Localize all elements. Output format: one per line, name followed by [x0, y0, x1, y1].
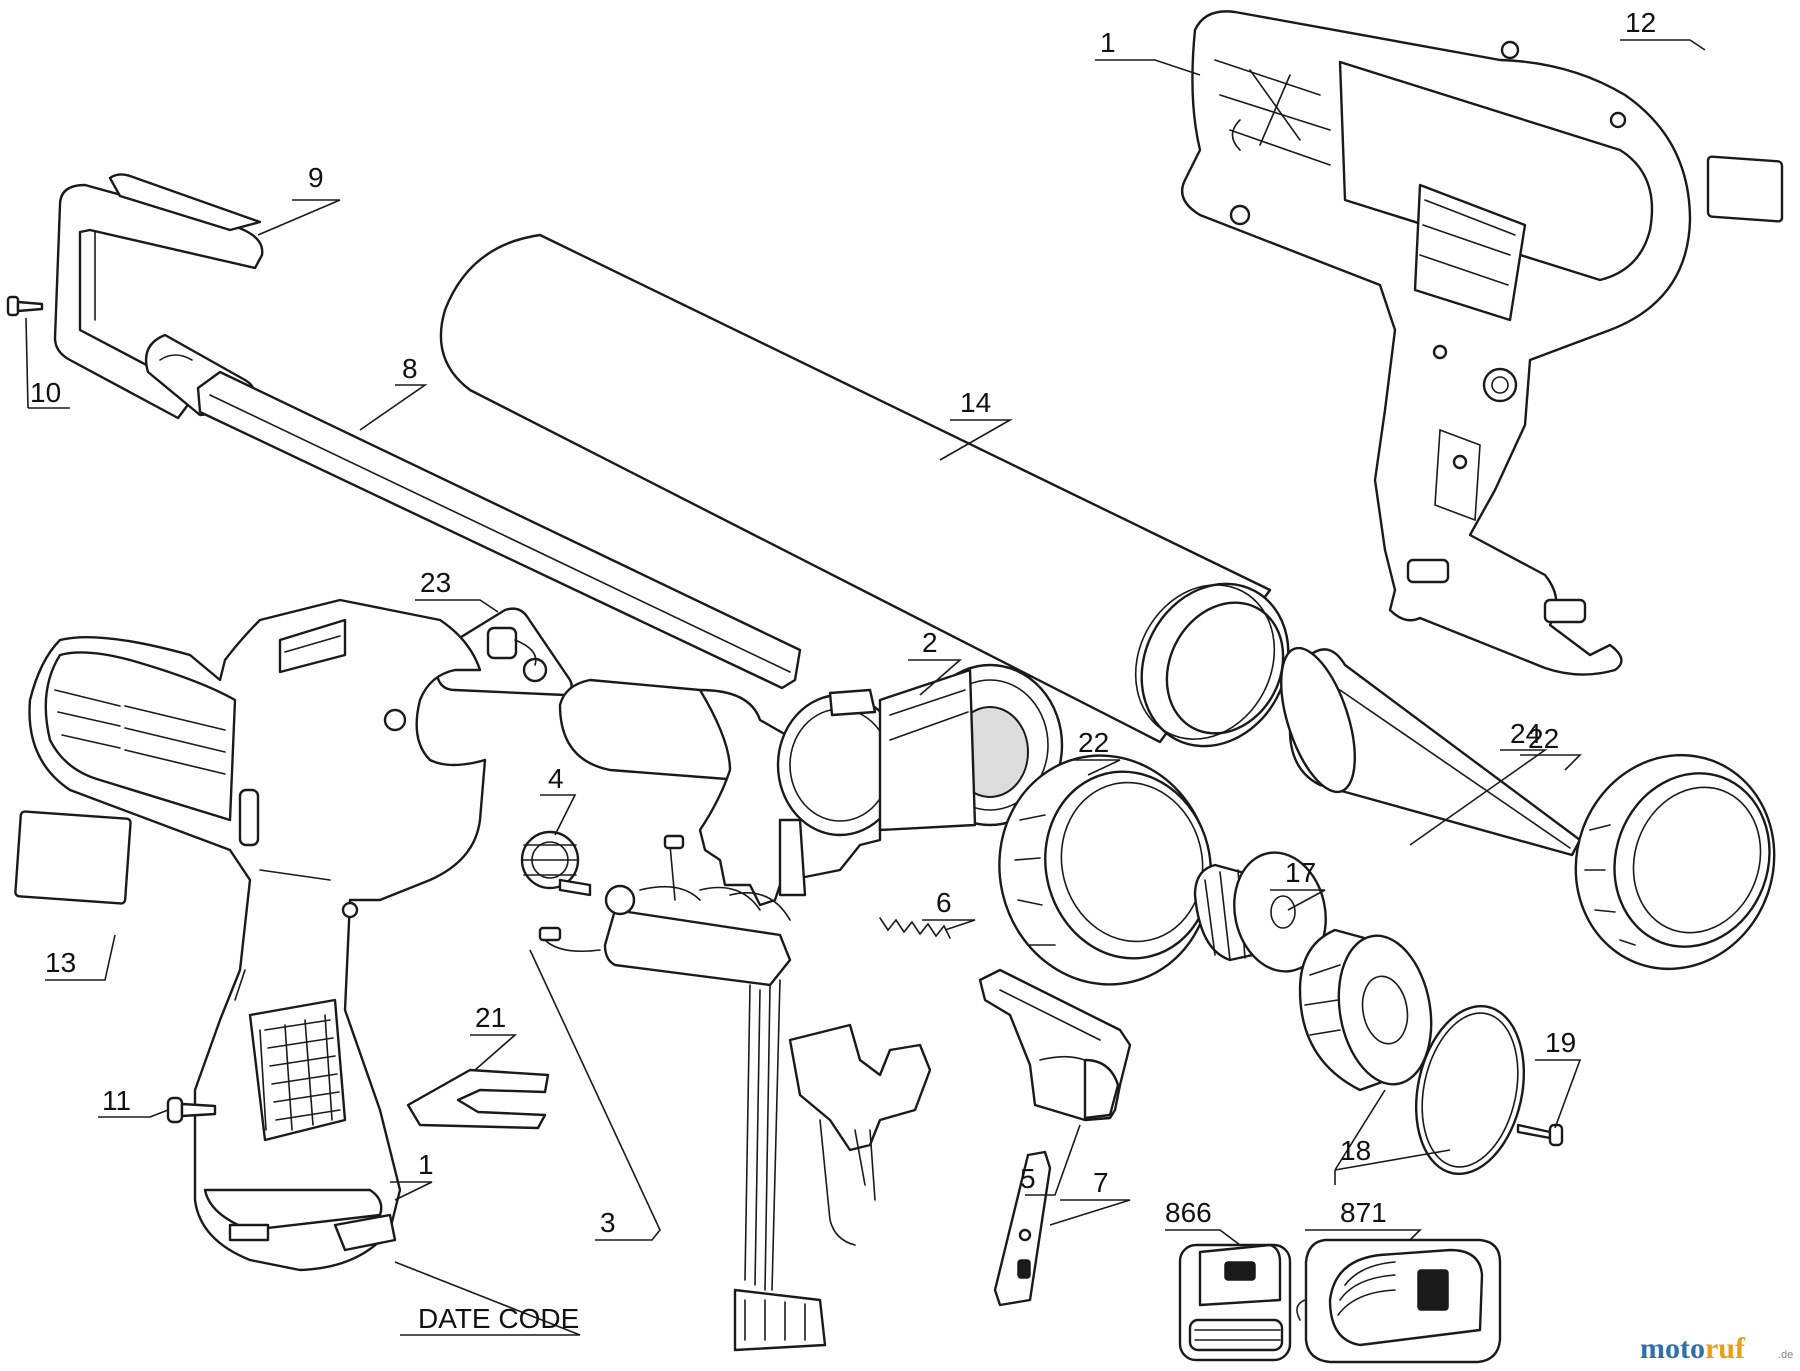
watermark-suffix: ruf [1705, 1332, 1746, 1365]
retaining-cap-part-22-b [1574, 753, 1776, 971]
watermark-logo: motoruf .de [1640, 1332, 1793, 1365]
retaining-cap-part-22-a [998, 754, 1212, 986]
label-part-6: 6 [936, 887, 952, 918]
label-part-21: 21 [475, 1002, 506, 1033]
svg-text:motoruf: motoruf [1640, 1332, 1746, 1365]
part-number-labels: 1 12 9 10 8 14 23 2 22 22 24 4 6 17 13 2… [30, 7, 1656, 1334]
label-part-12: 12 [1625, 7, 1656, 38]
label-part-13: 13 [45, 947, 76, 978]
label-part-18: 18 [1340, 1135, 1371, 1166]
screw-part-10 [6, 295, 44, 317]
label-part-23: 23 [420, 567, 451, 598]
label-part-9: 9 [308, 162, 324, 193]
label-part-17: 17 [1285, 857, 1316, 888]
battery-pack-part-866 [1178, 1243, 1292, 1362]
label-part-3: 3 [600, 1207, 616, 1238]
label-part-8: 8 [402, 353, 418, 384]
nozzle-cone-part-24 [1280, 646, 1582, 857]
watermark-domain: .de [1778, 1349, 1793, 1361]
label-sticker-part-12 [1706, 155, 1784, 223]
label-part-19: 19 [1545, 1027, 1576, 1058]
label-part-24: 24 [1510, 718, 1541, 749]
screw-part-11 [166, 1096, 217, 1124]
label-part-866: 866 [1165, 1197, 1212, 1228]
label-part-10: 10 [30, 377, 61, 408]
gasket-part-21 [406, 1068, 550, 1130]
label-date-code: DATE CODE [418, 1303, 579, 1334]
label-part-14: 14 [960, 387, 991, 418]
label-part-11: 11 [102, 1085, 131, 1116]
label-part-22-b: 22 [1528, 723, 1559, 754]
label-part-22-a: 22 [1078, 727, 1109, 758]
plunger-seal-part-17 [1193, 851, 1327, 973]
control-board-switch-part-3 [538, 834, 932, 1352]
label-part-1-top: 1 [1100, 27, 1116, 58]
leader-lines [25, 39, 1706, 1336]
label-part-4: 4 [548, 763, 564, 794]
housing-half-part-top [1180, 10, 1692, 676]
charger-part-871 [1296, 1238, 1502, 1364]
watermark-prefix: moto [1640, 1332, 1705, 1365]
spring-part-6 [879, 917, 951, 939]
gearbox-motor-part-2 [558, 663, 1064, 907]
label-sticker-part-13 [14, 810, 132, 905]
gun-body-housing [28, 598, 487, 1272]
cartridge-tube-part [439, 233, 1290, 748]
piston-oring-part-18 [1298, 928, 1526, 1176]
label-part-1-bottom: 1 [418, 1149, 434, 1180]
rack-bar-part [196, 370, 802, 690]
slide-latch-part-7 [993, 1150, 1052, 1307]
label-part-5: 5 [1020, 1163, 1036, 1194]
label-part-2: 2 [922, 627, 938, 658]
label-part-871: 871 [1340, 1197, 1387, 1228]
gear-part-4 [520, 830, 592, 897]
trigger-part-5 [978, 968, 1132, 1122]
label-part-7: 7 [1093, 1167, 1109, 1198]
